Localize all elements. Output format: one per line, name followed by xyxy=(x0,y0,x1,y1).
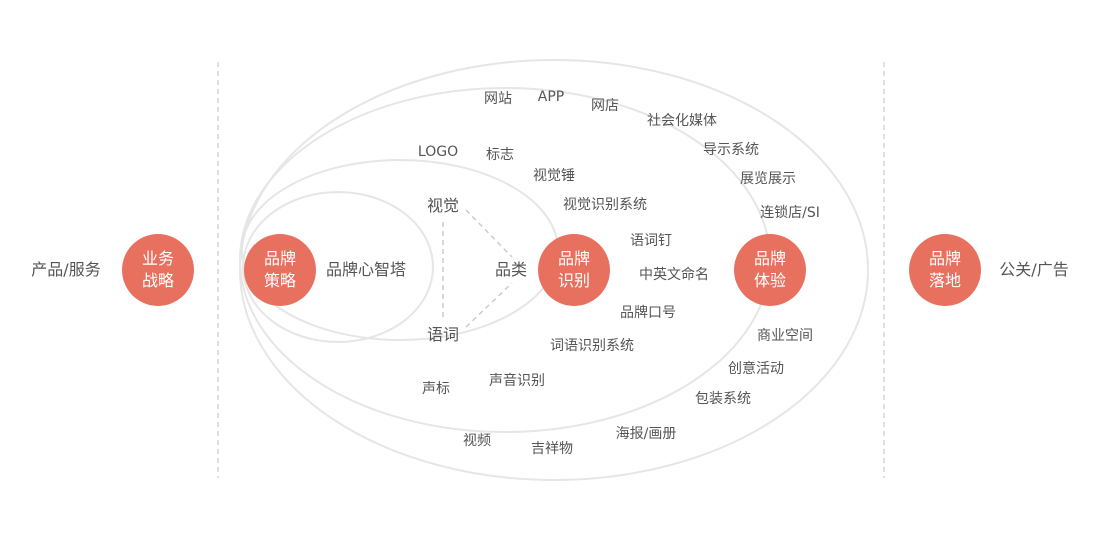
circle-brand-landing: 品牌 落地 xyxy=(909,234,981,306)
circle-experience-line2: 体验 xyxy=(753,271,786,290)
label-packaging: 包装系统 xyxy=(695,391,751,407)
circle-landing-line2: 落地 xyxy=(928,271,961,290)
circle-strategy-line2: 策略 xyxy=(263,271,296,290)
circle-landing-line1: 品牌 xyxy=(928,249,961,268)
label-sound-id: 声音识别 xyxy=(489,373,545,389)
label-verbal: 语词 xyxy=(426,325,460,344)
label-pr-advertising: 公关/广告 xyxy=(999,260,1069,279)
label-product-service: 产品/服务 xyxy=(31,260,101,279)
circle-brand-strategy: 品牌 策略 xyxy=(244,234,316,306)
circle-business-line1: 业务 xyxy=(141,249,174,268)
label-chain-store: 连锁店/SI xyxy=(760,205,820,221)
label-eshop: 网店 xyxy=(591,98,619,114)
label-mascot: 吉祥物 xyxy=(531,441,573,457)
label-signage: 导示系统 xyxy=(703,142,759,158)
dash-visual-category xyxy=(465,209,513,258)
label-mark: 标志 xyxy=(486,147,514,163)
label-vi-system: 视觉识别系统 xyxy=(563,197,647,213)
label-poster: 海报/画册 xyxy=(615,426,677,442)
label-visual: 视觉 xyxy=(426,196,460,215)
label-slogan: 品牌口号 xyxy=(620,305,676,321)
circle-strategy-line1: 品牌 xyxy=(263,249,296,268)
label-mind-tower: 品牌心智塔 xyxy=(325,260,407,279)
circle-business-line2: 战略 xyxy=(141,271,174,290)
label-website: 网站 xyxy=(484,91,512,107)
label-creative-event: 创意活动 xyxy=(728,361,784,377)
circle-brand-experience: 品牌 体验 xyxy=(734,234,806,306)
label-social-media: 社会化媒体 xyxy=(647,113,717,129)
label-commercial-space: 商业空间 xyxy=(757,328,813,344)
label-verbal-nail: 语词钉 xyxy=(630,233,672,249)
label-exhibition: 展览展示 xyxy=(740,171,796,187)
label-naming: 中英文命名 xyxy=(639,267,709,283)
ring-core xyxy=(242,191,434,343)
label-video: 视频 xyxy=(463,433,491,449)
label-visual-hammer: 视觉锤 xyxy=(533,168,575,184)
circle-business-strategy: 业务 战略 xyxy=(122,234,194,306)
label-category: 品类 xyxy=(494,260,528,279)
label-verbal-system: 词语识别系统 xyxy=(550,338,634,354)
label-app: APP xyxy=(537,89,565,105)
label-sound-mark: 声标 xyxy=(422,381,450,397)
circle-identity-line2: 识别 xyxy=(557,271,590,290)
label-logo: LOGO xyxy=(417,144,459,160)
dash-verbal-category xyxy=(465,282,513,328)
circle-brand-identity: 品牌 识别 xyxy=(538,234,610,306)
circle-identity-line1: 品牌 xyxy=(557,249,590,268)
circle-experience-line1: 品牌 xyxy=(753,249,786,268)
